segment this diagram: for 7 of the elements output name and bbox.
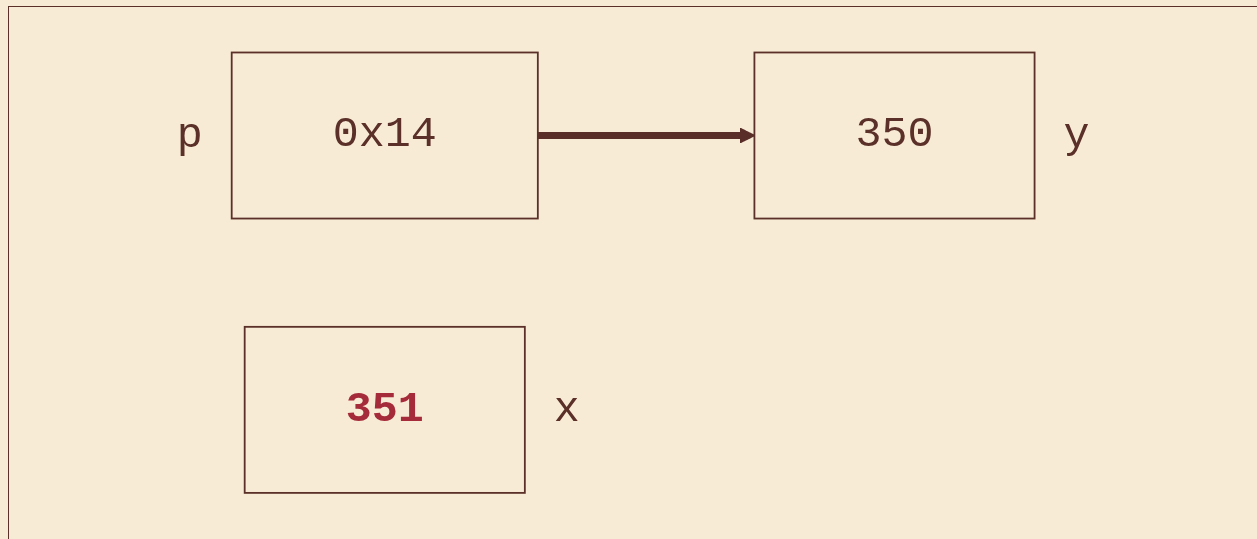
variable-name: p — [176, 111, 203, 161]
value-box: 0x14 — [230, 51, 539, 220]
variable-name: x — [553, 385, 580, 435]
arrow — [537, 127, 755, 144]
value-box: 351 — [243, 326, 526, 495]
variable-name: y — [1063, 111, 1090, 161]
value-box: 350 — [753, 51, 1036, 220]
